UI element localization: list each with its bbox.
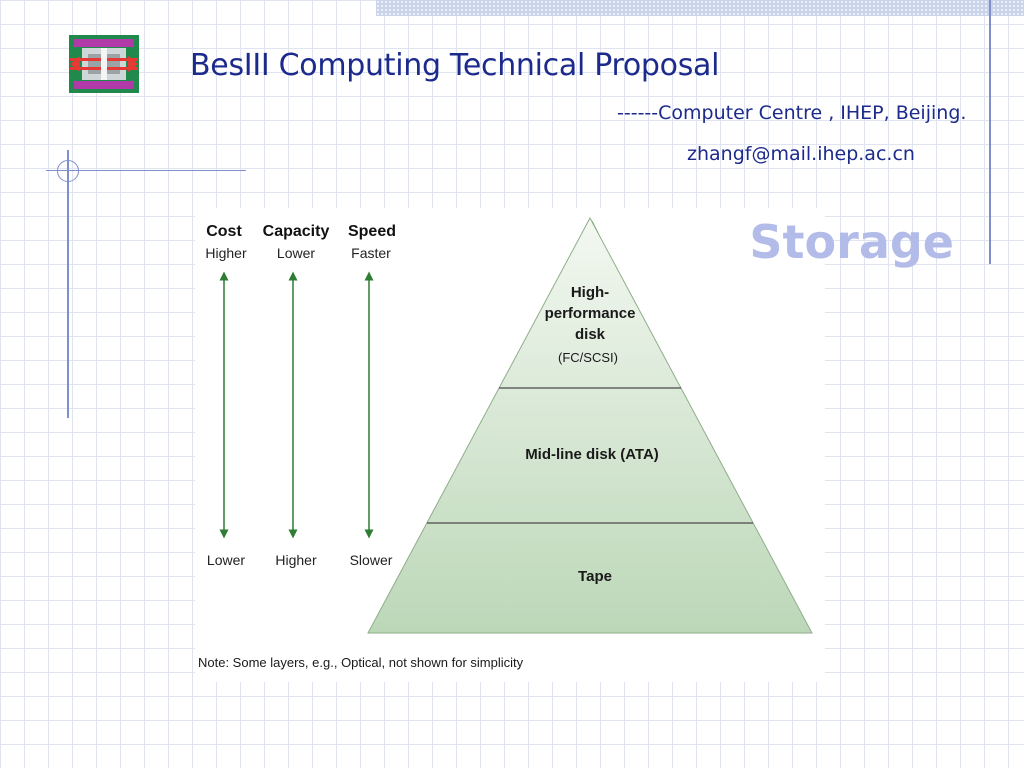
subtitle-organization: ------Computer Centre , IHEP, Beijing. xyxy=(617,102,967,124)
tier-high-performance-line2: performance xyxy=(545,305,636,322)
section-heading-storage: Storage xyxy=(749,215,954,269)
column-header-capacity: Capacity xyxy=(263,223,330,240)
decorative-vertical-line-right xyxy=(989,0,991,264)
capacity-bottom-label: Higher xyxy=(275,552,317,568)
column-header-speed: Speed xyxy=(348,223,396,240)
tier-midline-disk-label: Mid-line disk (ATA) xyxy=(525,446,659,463)
capacity-top-label: Lower xyxy=(277,245,315,261)
tier-high-performance-note: (FC/SCSI) xyxy=(558,350,618,365)
tier-high-performance-line3: disk xyxy=(575,326,606,343)
decorative-horizontal-line xyxy=(46,170,246,171)
speed-top-label: Faster xyxy=(351,245,391,261)
tier-high-performance-line1: High- xyxy=(571,284,609,301)
figure-note: Note: Some layers, e.g., Optical, not sh… xyxy=(198,655,524,670)
cost-bottom-label: Lower xyxy=(207,552,245,568)
speed-bottom-label: Slower xyxy=(350,552,393,568)
detector-logo-icon xyxy=(69,35,139,93)
cost-top-label: Higher xyxy=(205,245,247,261)
pyramid-front-face xyxy=(367,216,813,634)
storage-pyramid-svg: Cost Capacity Speed Higher Lower Faster … xyxy=(198,216,813,670)
top-decorative-band xyxy=(376,0,1024,16)
storage-pyramid-figure: Cost Capacity Speed Higher Lower Faster … xyxy=(195,208,825,682)
slide-title: BesIII Computing Technical Proposal xyxy=(190,48,720,83)
decorative-vertical-line-left xyxy=(67,150,69,418)
decorative-circle xyxy=(57,160,79,182)
column-header-cost: Cost xyxy=(206,223,242,240)
subtitle-email: zhangf@mail.ihep.ac.cn xyxy=(687,143,915,165)
tier-tape-label: Tape xyxy=(578,568,612,585)
